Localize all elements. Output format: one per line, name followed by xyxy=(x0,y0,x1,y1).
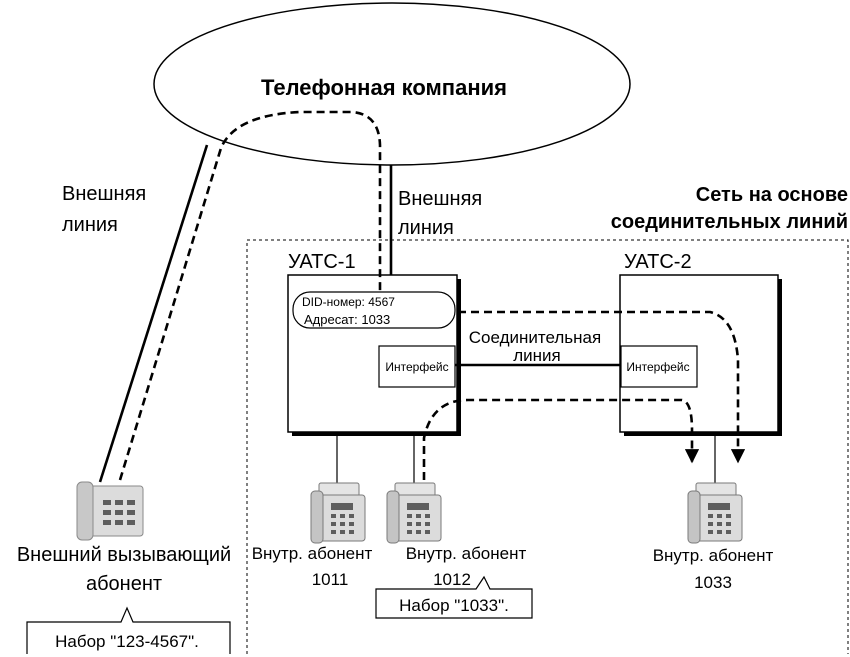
ext-1033-phone-icon xyxy=(687,482,743,544)
ext-1012-dial-text: Набор "1033". xyxy=(399,596,509,615)
pbx1-interface-box xyxy=(378,345,456,388)
external-caller-label-line1: Внешний вызывающий xyxy=(17,544,231,566)
ext-1012-number: 1012 xyxy=(433,570,471,589)
ext-1033-label: Внутр. абонент xyxy=(653,546,774,565)
external-dial-callout xyxy=(26,606,231,654)
ext-1011-number: 1011 xyxy=(312,570,349,589)
call-path-external xyxy=(118,110,382,481)
outside-line-mid-label2: линия xyxy=(398,217,454,239)
network-title-line1: Сеть на основе xyxy=(696,184,848,206)
ext-1011-label: Внутр. абонент xyxy=(252,544,373,563)
pbx1-interface-label: Интерфейс xyxy=(385,360,448,374)
telephone-company-label: Телефонная компания xyxy=(261,75,507,100)
pbx2-label: УАТС-2 xyxy=(624,251,692,273)
external-dial-text: Набор "123-4567". xyxy=(55,632,199,651)
ext-1011-phone-icon xyxy=(310,482,366,544)
outside-line-left-label1: Внешняя xyxy=(62,183,146,205)
tie-line-label-line1: Соединительная xyxy=(469,328,601,347)
did-number-label: DID-номер: 4567 xyxy=(302,295,395,309)
did-info-box xyxy=(292,291,456,329)
outside-line-left-label2: линия xyxy=(62,214,118,236)
outside-line-left xyxy=(98,144,209,483)
destination-label: Адресат: 1033 xyxy=(304,312,390,327)
call-path-did-to-1033 xyxy=(458,310,746,464)
ext-1012-phone-icon xyxy=(386,482,442,544)
ext-1033-number: 1033 xyxy=(694,573,732,592)
external-caller-phone-icon xyxy=(76,481,144,541)
pbx1-label: УАТС-1 xyxy=(288,251,356,273)
pbx2-interface-box xyxy=(620,345,698,388)
external-caller-label-line2: абонент xyxy=(86,573,162,595)
pbx2-interface-label: Интерфейс xyxy=(626,360,689,374)
call-path-1012-to-1033 xyxy=(422,398,700,480)
network-boundary xyxy=(246,239,849,654)
ext-1012-dial-callout xyxy=(375,575,533,619)
outside-line-mid-label1: Внешняя xyxy=(398,188,482,210)
ext-1012-label: Внутр. абонент xyxy=(406,544,527,563)
network-title-line2: соединительных линий xyxy=(611,211,848,233)
tie-line-label-line2: линия xyxy=(513,346,561,365)
